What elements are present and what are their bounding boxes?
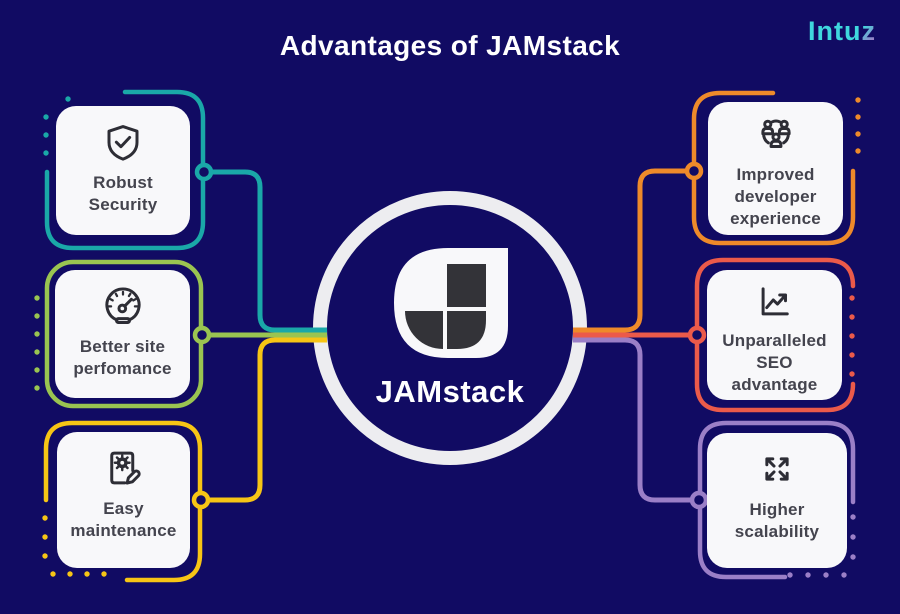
node-better-site-performance <box>192 325 212 345</box>
jamstack-logo <box>394 248 508 358</box>
card-label: Better site perfomance <box>73 337 172 379</box>
card-unparalleled-seo-advantage: Unparalleled SEO advantage <box>707 270 842 400</box>
wire-improved-developer-experience <box>573 168 692 333</box>
intuz-logo: Intuz <box>808 16 876 47</box>
intuz-logo-z: z <box>861 16 876 46</box>
growth-chart-icon <box>754 281 796 323</box>
document-tools-icon <box>103 447 145 489</box>
card-higher-scalability: Higher scalability <box>707 433 847 568</box>
card-robust-security: Robust Security <box>56 106 190 235</box>
card-easy-maintenance: Easy maintenance <box>57 432 190 568</box>
wire-robust-security <box>205 169 327 333</box>
speedometer-icon <box>102 285 144 327</box>
dots-higher-scalability <box>787 514 856 578</box>
card-label: Improved developer experience <box>730 165 821 229</box>
card-better-site-performance: Better site perfomance <box>55 270 190 398</box>
team-icon <box>755 115 797 157</box>
node-higher-scalability <box>689 490 709 510</box>
dots-better-site-performance <box>34 295 40 391</box>
card-label: Higher scalability <box>734 500 820 542</box>
outline-improved-developer-experience <box>691 90 856 246</box>
dots-robust-security <box>43 96 71 156</box>
wire-easy-maintenance <box>202 337 327 503</box>
outline-higher-scalability <box>697 420 856 580</box>
dots-unparalleled-seo-advantage <box>849 295 855 377</box>
outline-robust-security <box>44 89 206 251</box>
card-label: Robust Security <box>88 173 158 215</box>
expand-arrows-icon <box>756 448 798 490</box>
intuz-logo-text: Intu <box>808 16 862 46</box>
dots-improved-developer-experience <box>855 97 861 154</box>
card-improved-developer-experience: Improved developer experience <box>708 102 843 235</box>
outline-easy-maintenance <box>43 420 203 583</box>
wire-higher-scalability <box>573 337 698 503</box>
shield-check-icon <box>102 121 144 163</box>
page-title: Advantages of JAMstack <box>279 30 621 61</box>
jamstack-label: JAMstack <box>375 374 525 409</box>
node-unparalleled-seo-advantage <box>687 325 707 345</box>
card-label: Unparalleled SEO advantage <box>722 331 827 395</box>
node-easy-maintenance <box>191 490 211 510</box>
card-label: Easy maintenance <box>70 499 177 541</box>
node-improved-developer-experience <box>684 161 704 181</box>
node-robust-security <box>194 162 214 182</box>
dots-easy-maintenance <box>42 515 107 577</box>
